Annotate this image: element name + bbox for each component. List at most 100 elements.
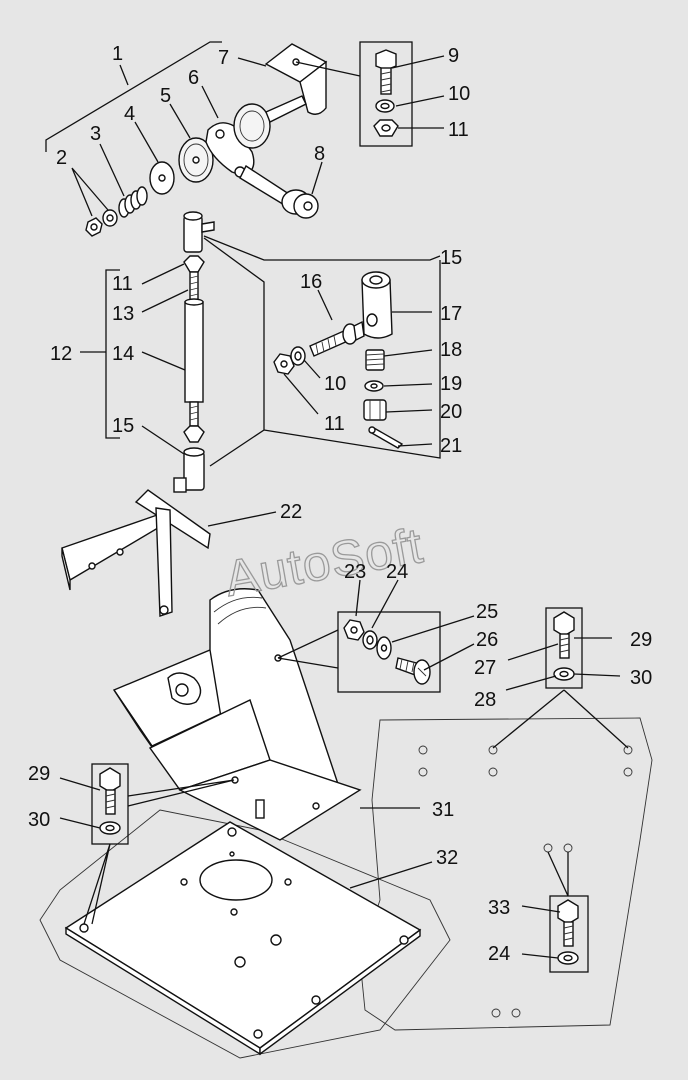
label-6: 6 [188,67,199,89]
leader-11-rod [141,263,185,285]
upper-sleeve [183,211,215,253]
leader-30-left [59,817,101,829]
nut-11 [373,119,399,137]
label-24-bottom: 24 [488,943,510,965]
floor-outline [359,717,653,1031]
label-28: 28 [474,689,496,711]
washer-10-box [290,346,306,366]
bracket-7 [233,43,328,149]
leader-27 [507,643,559,661]
label-21: 21 [440,435,462,457]
label-26: 26 [476,629,498,651]
label-11-rod: 11 [112,273,133,295]
label-29-right: 29 [630,629,652,651]
label-7: 7 [218,47,229,69]
leader-20 [385,409,433,413]
label-9: 9 [448,45,459,67]
leader-7-box [295,61,361,77]
leader-28 [505,675,557,691]
washer-30-right [553,667,575,681]
leader-5 [169,103,191,139]
leader-14 [141,351,186,371]
label-20: 20 [440,401,462,423]
threaded-end-lower [189,401,199,427]
leader-32 [349,861,433,889]
leader-21 [397,443,433,447]
label-8: 8 [314,143,325,165]
label-11-box: 11 [324,413,345,435]
label-30-right: 30 [630,667,652,689]
label-12: 12 [50,343,72,365]
rod-14 [184,298,204,403]
label-15: 15 [440,247,462,269]
box-23-26 [337,611,441,693]
box-33-24 [549,895,589,973]
label-5: 5 [160,85,171,107]
washer-30-left [99,821,121,835]
nut-15-lower [183,425,205,443]
threaded-end-13 [189,271,199,303]
label-32: 32 [436,847,458,869]
label-19: 19 [440,373,462,395]
sleeve-17 [361,271,393,339]
spring-3 [118,186,148,218]
leader-23 [355,579,361,617]
leader-6 [201,85,219,119]
label-17: 17 [440,303,462,325]
label-11: 11 [448,119,469,141]
washer-19 [364,380,384,392]
floor-plate-outline [39,809,451,1059]
label-33: 33 [488,897,510,919]
label-10-box: 10 [324,373,346,395]
leader-33 [521,905,561,913]
leader-29-left [59,777,101,791]
arrows-left [83,843,111,925]
part-labels: 1 2 3 4 5 6 7 8 9 10 11 15 16 17 18 19 2… [28,43,652,965]
label-29-left: 29 [28,763,50,785]
lever-bracket-22 [61,489,211,617]
box-15-lines [203,235,441,467]
label-18: 18 [440,339,462,361]
leader-22 [207,511,277,527]
leader-26 [423,643,475,671]
bolt-33 [557,899,579,947]
label-16: 16 [300,271,322,293]
bracket-1 [45,41,222,152]
leaders-9-10-11 [391,55,445,129]
leader-1 [119,64,129,86]
label-1: 1 [112,43,123,65]
leader-15-lower [141,425,185,455]
bolt-29-right [553,611,575,659]
bolt-29-left [99,767,121,815]
leader-4 [134,121,159,163]
leader-24 [371,579,399,629]
leader-8 [311,161,323,195]
label-27: 27 [474,657,496,679]
nut-23 [343,619,365,641]
washer-24 [362,630,378,650]
label-2: 2 [56,147,67,169]
box-23-26-lines [277,629,339,669]
label-15-lower: 15 [112,415,134,437]
label-22: 22 [280,501,302,523]
leader-10-box [303,359,321,379]
nut-11-upper [183,255,205,273]
label-10: 10 [448,83,470,105]
pin-16 [309,320,365,357]
label-31: 31 [432,799,454,821]
label-14: 14 [112,343,134,365]
label-24: 24 [386,561,408,583]
leader-30-right [573,673,621,677]
bolt-26 [395,657,431,685]
leader-25 [391,615,475,643]
pedal-assembly [112,588,362,841]
bolt-9 [375,49,397,95]
lower-sleeve [173,447,205,493]
label-3: 3 [90,123,101,145]
leader-18 [383,349,433,357]
label-25: 25 [476,601,498,623]
box-left-lines [127,779,235,807]
label-13: 13 [112,303,134,325]
ball-joint-8 [281,189,319,219]
label-4: 4 [124,103,135,125]
